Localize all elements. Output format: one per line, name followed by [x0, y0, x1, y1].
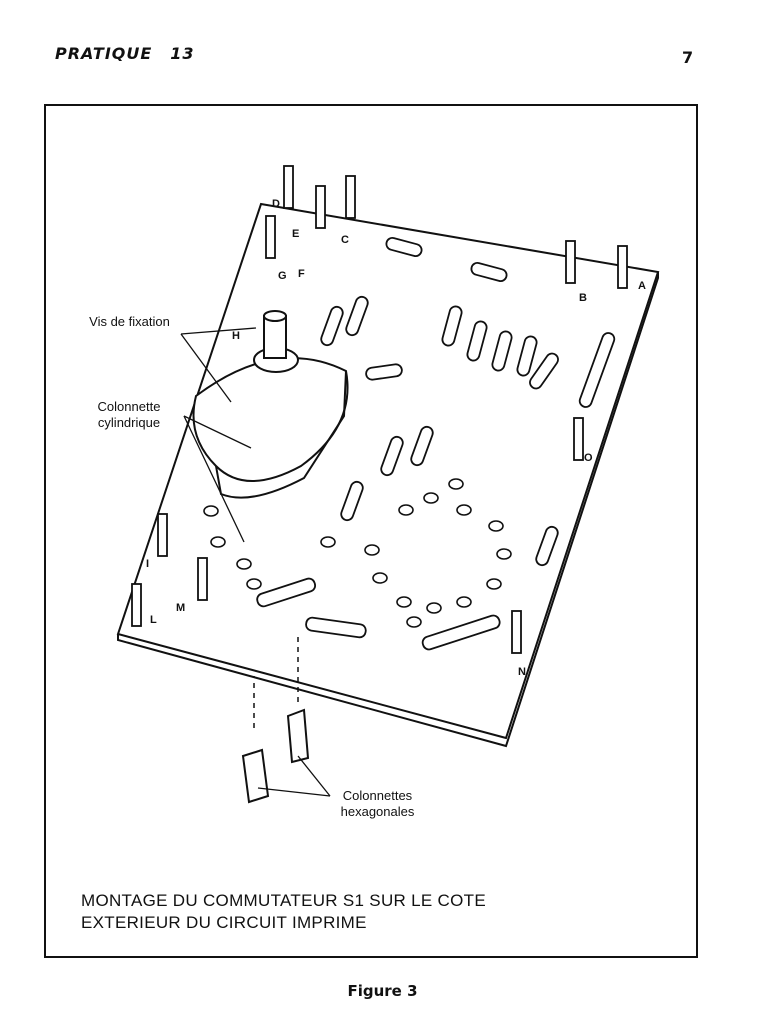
pin-label-m: M	[176, 602, 186, 614]
figure-title: Figure 3	[347, 982, 418, 1000]
figure-frame: Vis de fixation Colonnette cylindrique C…	[44, 104, 698, 958]
issue-number: 13	[170, 44, 195, 63]
pin-label-a: A	[638, 280, 646, 292]
page-header-title: PRATIQUE 13	[55, 44, 195, 63]
label-vis-de-fixation: Vis de fixation	[89, 314, 170, 329]
pin-label-l: L	[150, 614, 157, 626]
figure-caption: MONTAGE DU COMMUTATEUR S1 SUR LE COTE EX…	[81, 890, 486, 934]
pin-label-c: C	[341, 234, 349, 246]
pin-label-h: H	[232, 330, 240, 342]
label-colonnettes-hexagonales: Colonnettes hexagonales	[340, 788, 415, 819]
magazine-title: PRATIQUE	[55, 44, 153, 63]
caption-line-2: EXTERIEUR DU CIRCUIT IMPRIME	[81, 913, 367, 932]
pin-label-d: D	[272, 198, 280, 210]
pin-label-b: B	[579, 292, 587, 304]
pin-label-i: I	[146, 558, 150, 570]
label-colonnette-cylindrique: Colonnette cylindrique	[97, 399, 161, 430]
pin-label-f: F	[298, 268, 305, 280]
pin-label-g: G	[278, 270, 287, 282]
caption-line-1: MONTAGE DU COMMUTATEUR S1 SUR LE COTE	[81, 891, 486, 910]
pin-label-n: N	[518, 666, 526, 678]
page-number: 7	[682, 48, 694, 67]
circuit-board-illustration	[116, 165, 660, 804]
pin-label-e: E	[292, 228, 300, 240]
pin-label-o: O	[584, 452, 593, 464]
